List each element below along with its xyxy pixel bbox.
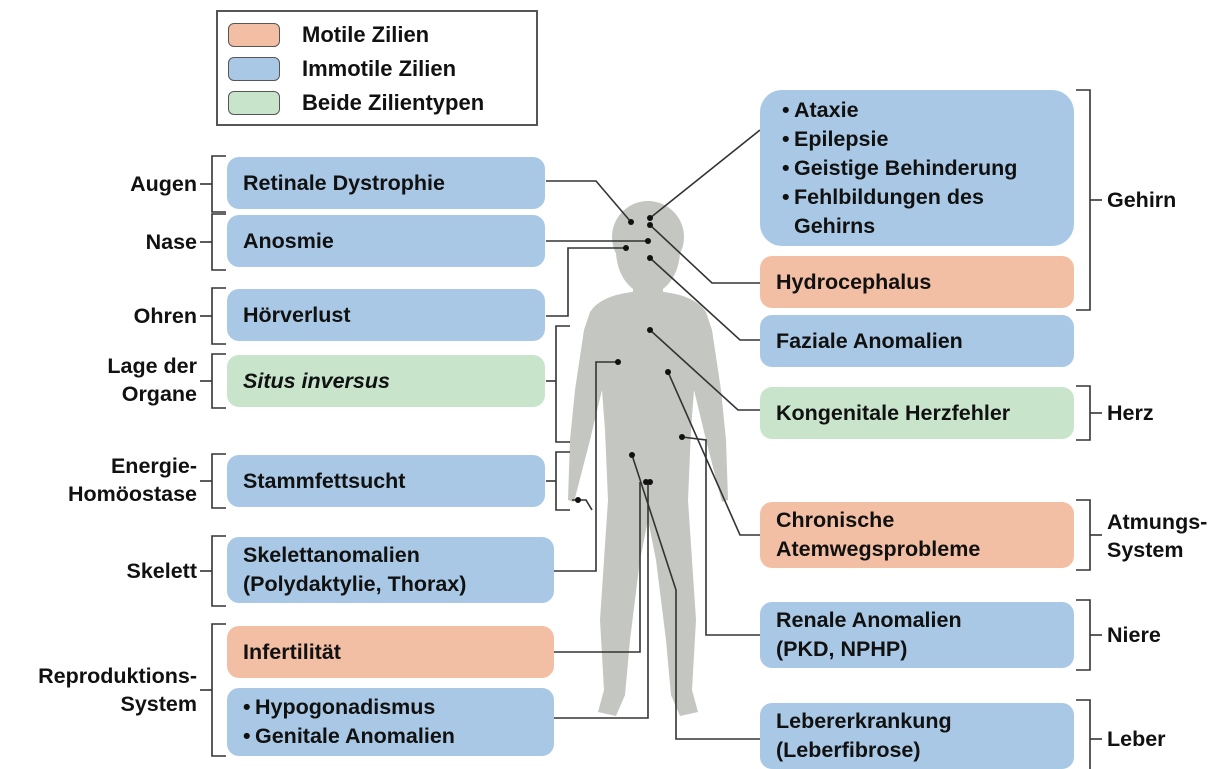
box-text: Hörverlust xyxy=(243,301,529,330)
box-kongenitale-herzfehler: Kongenitale Herzfehler xyxy=(760,387,1074,439)
legend-label: Beide Zilientypen xyxy=(302,90,484,116)
legend: Motile Zilien Immotile Zilien Beide Zili… xyxy=(216,10,538,126)
bullet-line: •Fehlbildungen des xyxy=(782,183,1058,212)
bullet-icon: • xyxy=(782,154,794,183)
box-text: (Polydaktylie, Thorax) xyxy=(243,570,538,599)
box-situs-inversus: Situs inversus xyxy=(227,355,545,407)
box-anosmie: Anosmie xyxy=(227,215,545,267)
box-text: Lebererkrankung xyxy=(776,707,1058,736)
label-line: Gehirn xyxy=(1107,186,1176,214)
label-line: Nase xyxy=(146,228,197,256)
box-text: Ataxie xyxy=(794,96,859,125)
box-stammfettsucht: Stammfettsucht xyxy=(227,455,545,507)
box-text: Geistige Behinderung xyxy=(794,154,1017,183)
bullet-line: •Ataxie xyxy=(782,96,1058,125)
legend-swatch-both xyxy=(228,91,280,115)
box-hypogonadismus: •Hypogonadismus •Genitale Anomalien xyxy=(227,688,554,756)
group-label-reproduktion: Reproduktions- System xyxy=(38,662,197,718)
bullet-icon: • xyxy=(782,125,794,154)
box-text: Genitale Anomalien xyxy=(255,722,455,751)
box-text: Renale Anomalien xyxy=(776,606,1058,635)
label-line: Skelett xyxy=(126,557,197,585)
box-text: Chronische xyxy=(776,506,1058,535)
label-line: Lage der xyxy=(107,352,197,380)
label-line: Energie- xyxy=(68,452,197,480)
bullet-icon: • xyxy=(243,693,255,722)
group-label-herz: Herz xyxy=(1107,399,1154,427)
box-text: Hydrocephalus xyxy=(776,268,1058,297)
box-text: (Leberfibrose) xyxy=(776,736,1058,765)
bullet-icon: • xyxy=(782,96,794,125)
box-lebererkrankung: Lebererkrankung (Leberfibrose) xyxy=(760,703,1074,769)
box-retinale-dystrophie: Retinale Dystrophie xyxy=(227,157,545,209)
box-atemwegsprobleme: Chronische Atemwegsprobleme xyxy=(760,502,1074,568)
box-gehirn-symptome: •Ataxie •Epilepsie •Geistige Behinderung… xyxy=(760,90,1074,246)
box-hydrocephalus: Hydrocephalus xyxy=(760,256,1074,308)
label-line: System xyxy=(38,690,197,718)
group-label-leber: Leber xyxy=(1107,725,1166,753)
bullet-icon: • xyxy=(243,722,255,751)
box-text: Fehlbildungen des xyxy=(794,183,984,212)
label-line: Augen xyxy=(130,170,197,198)
box-text: Epilepsie xyxy=(794,125,888,154)
group-label-lage-der-organe: Lage der Organe xyxy=(107,352,197,408)
box-text: Situs inversus xyxy=(243,367,529,396)
legend-label: Immotile Zilien xyxy=(302,56,456,82)
label-line: Reproduktions- xyxy=(38,662,197,690)
box-text: Anosmie xyxy=(243,227,529,256)
legend-item-both: Beide Zilientypen xyxy=(228,90,484,116)
legend-item-motile: Motile Zilien xyxy=(228,22,429,48)
box-infertilitaet: Infertilität xyxy=(227,626,554,678)
label-line: System xyxy=(1107,536,1207,564)
group-label-atmungssystem: Atmungs- System xyxy=(1107,508,1207,564)
group-label-augen: Augen xyxy=(130,170,197,198)
label-line: Ohren xyxy=(134,302,197,330)
bullet-line: •Genitale Anomalien xyxy=(243,722,538,751)
label-line: Homöostase xyxy=(68,480,197,508)
box-text: Stammfettsucht xyxy=(243,467,529,496)
group-label-niere: Niere xyxy=(1107,621,1161,649)
bullet-line: •Geistige Behinderung xyxy=(782,154,1058,183)
box-text: Hypogonadismus xyxy=(255,693,435,722)
legend-label: Motile Zilien xyxy=(302,22,429,48)
label-line: Organe xyxy=(107,380,197,408)
box-text: Atemwegsprobleme xyxy=(776,535,1058,564)
legend-item-immotile: Immotile Zilien xyxy=(228,56,456,82)
label-line: Herz xyxy=(1107,399,1154,427)
bullet-line: •Hypogonadismus xyxy=(243,693,538,722)
box-text: (PKD, NPHP) xyxy=(776,635,1058,664)
box-hoerverlust: Hörverlust xyxy=(227,289,545,341)
box-text: Faziale Anomalien xyxy=(776,327,1058,356)
box-faziale-anomalien: Faziale Anomalien xyxy=(760,315,1074,367)
legend-swatch-immotile xyxy=(228,57,280,81)
box-renale-anomalien: Renale Anomalien (PKD, NPHP) xyxy=(760,602,1074,668)
box-text: Retinale Dystrophie xyxy=(243,169,529,198)
group-label-gehirn: Gehirn xyxy=(1107,186,1176,214)
group-label-nase: Nase xyxy=(146,228,197,256)
box-text: Gehirns xyxy=(782,212,1058,241)
group-label-ohren: Ohren xyxy=(134,302,197,330)
box-skelettanomalien: Skelettanomalien (Polydaktylie, Thorax) xyxy=(227,537,554,603)
bullet-icon: • xyxy=(782,183,794,212)
box-text: Infertilität xyxy=(243,638,538,667)
label-line: Niere xyxy=(1107,621,1161,649)
group-label-skelett: Skelett xyxy=(126,557,197,585)
label-line: Leber xyxy=(1107,725,1166,753)
bullet-line: •Epilepsie xyxy=(782,125,1058,154)
legend-swatch-motile xyxy=(228,23,280,47)
label-line: Atmungs- xyxy=(1107,508,1207,536)
group-label-energie: Energie- Homöostase xyxy=(68,452,197,508)
box-text: Skelettanomalien xyxy=(243,541,538,570)
box-text: Kongenitale Herzfehler xyxy=(776,399,1058,428)
